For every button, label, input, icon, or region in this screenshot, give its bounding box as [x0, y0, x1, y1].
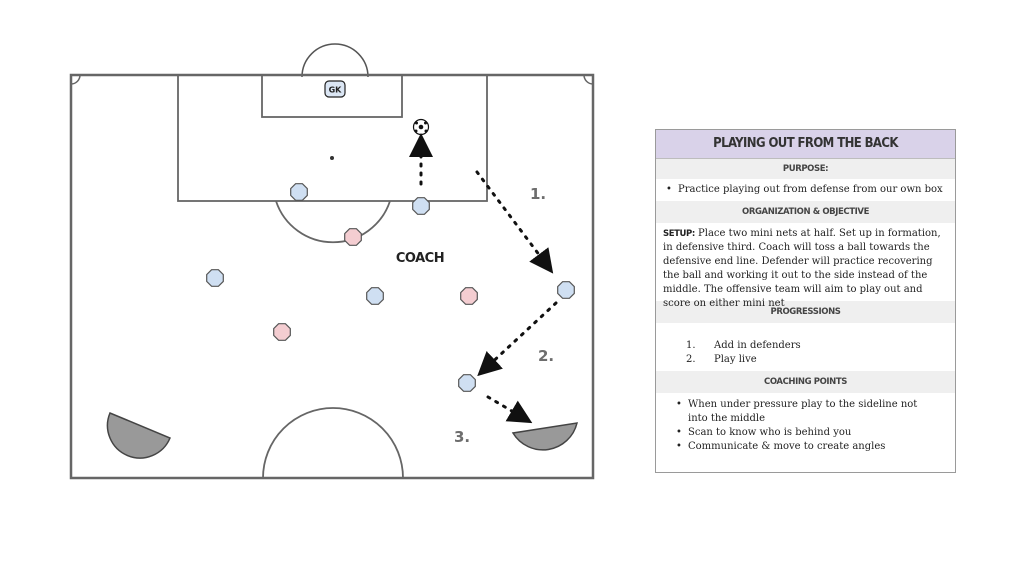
- coaching-points-heading: COACHING POINTS: [656, 371, 955, 393]
- coaching-point: Scan to know who is behind you: [676, 426, 933, 440]
- coaching-point: Communicate & move to create angles: [676, 440, 933, 454]
- card-title: PLAYING OUT FROM THE BACK: [656, 130, 955, 159]
- field-boundary: [69, 73, 595, 480]
- arrow-step-3: [486, 395, 533, 424]
- mini-goal-right: [511, 422, 578, 451]
- coaching-point: When under pressure play to the sideline…: [676, 398, 933, 426]
- blue-player-marker: [557, 281, 575, 299]
- players-layer: [206, 183, 575, 392]
- red-player-marker: [273, 323, 291, 341]
- red-player-marker: [344, 228, 362, 246]
- step-label-1: 1.: [530, 185, 546, 203]
- purpose-heading: PURPOSE:: [656, 159, 955, 179]
- penalty-spot: [330, 156, 334, 160]
- purpose-section: Practice playing out from defense from o…: [656, 179, 955, 201]
- step-label-3: 3.: [454, 428, 470, 446]
- soccer-ball-icon: [412, 118, 430, 136]
- purpose-item: Practice playing out from defense from o…: [666, 183, 955, 197]
- blue-player-marker: [290, 183, 308, 201]
- arrow-step-1: [475, 170, 554, 274]
- arrow-step-2: [477, 301, 558, 377]
- session-plan-card: PLAYING OUT FROM THE BACK PURPOSE: Pract…: [655, 129, 956, 473]
- progressions-heading: PROGRESSIONS: [656, 301, 955, 323]
- corner-arc-left: [70, 74, 81, 85]
- progression-item: 2.Play live: [686, 354, 757, 365]
- blue-player-marker: [206, 269, 224, 287]
- setup-label: SETUP:: [663, 229, 695, 239]
- progression-item: 1.Add in defenders: [686, 340, 801, 351]
- progressions-section: 1.Add in defenders 2.Play live: [656, 323, 955, 371]
- coaching-points-section: When under pressure play to the sideline…: [656, 393, 955, 454]
- step-label-2: 2.: [538, 347, 554, 365]
- goal-box: [261, 74, 403, 118]
- penalty-arc: [275, 200, 391, 244]
- organization-heading: ORGANIZATION & OBJECTIVE: [656, 201, 955, 223]
- corner-arc-right: [583, 74, 594, 85]
- field-lines: [69, 73, 595, 480]
- center-circle: [262, 407, 404, 479]
- goalkeeper-badge: GK: [324, 80, 346, 98]
- movement-arrows: [409, 133, 558, 424]
- setup-text: Place two mini nets at half. Set up in f…: [663, 228, 941, 309]
- blue-player-marker: [458, 374, 476, 392]
- mini-goal-left: [106, 412, 171, 459]
- top-goal-arc: [301, 43, 369, 78]
- gk-label: GK: [329, 86, 343, 95]
- setup-section: SETUP: Place two mini nets at half. Set …: [656, 223, 955, 309]
- red-player-marker: [460, 287, 478, 305]
- blue-player-marker: [412, 197, 430, 215]
- blue-player-marker: [366, 287, 384, 305]
- coach-label: COACH: [396, 251, 444, 266]
